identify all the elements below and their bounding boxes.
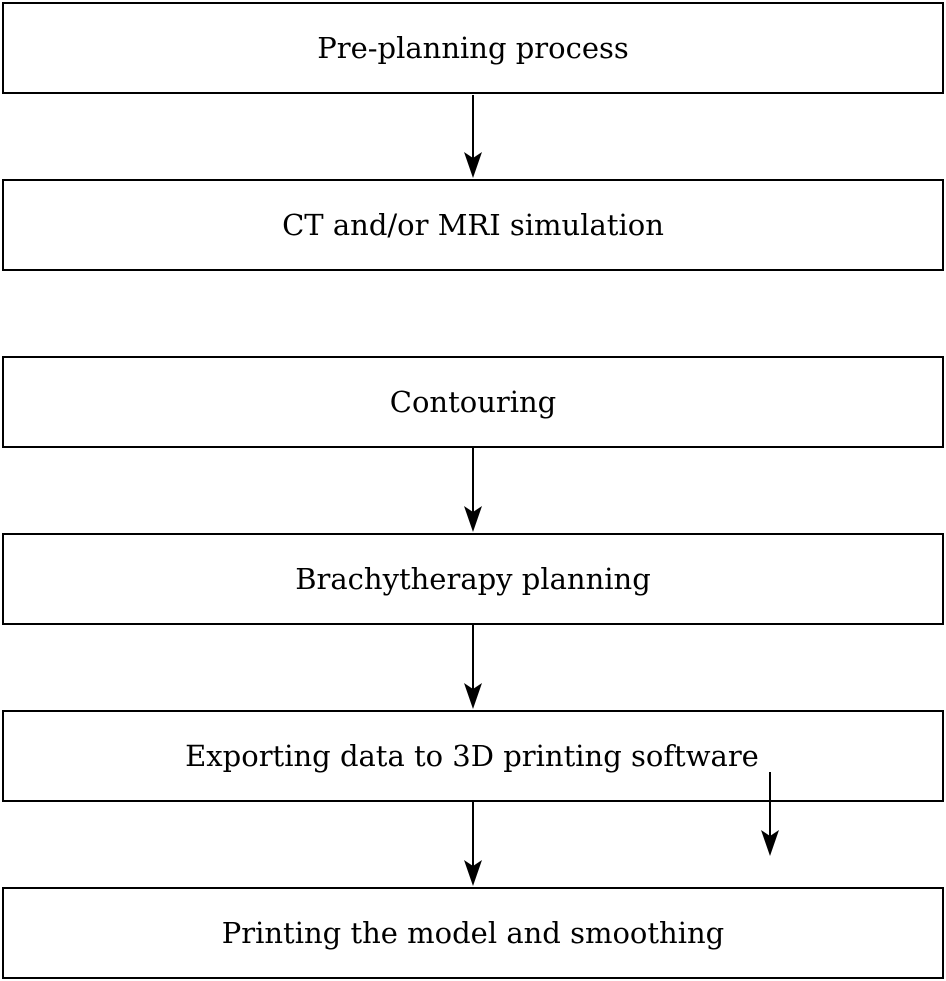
step-box-exporting-data: Exporting data to 3D printing software (2, 710, 944, 802)
step-box-contouring: Contouring (2, 356, 944, 448)
arrow-step4-to-step5 (464, 625, 482, 709)
arrow-step3-to-step4 (464, 448, 482, 532)
step-label: Contouring (389, 385, 557, 419)
step-label: Pre-planning process (317, 31, 629, 65)
step-box-brachytherapy-planning: Brachytherapy planning (2, 533, 944, 625)
step-box-printing-model: Printing the model and smoothing (2, 887, 944, 979)
step-label: Brachytherapy planning (295, 562, 651, 596)
step-box-ct-mri-simulation: CT and/or MRI simulation (2, 179, 944, 271)
step-label: Printing the model and smoothing (221, 916, 725, 950)
step-label: Exporting data to 3D printing software (185, 739, 759, 773)
step-box-pre-planning: Pre-planning process (2, 2, 944, 94)
step-label: CT and/or MRI simulation (282, 208, 664, 242)
arrow-step5-to-step6 (464, 802, 482, 886)
arrow-step1-to-step2 (464, 95, 482, 178)
